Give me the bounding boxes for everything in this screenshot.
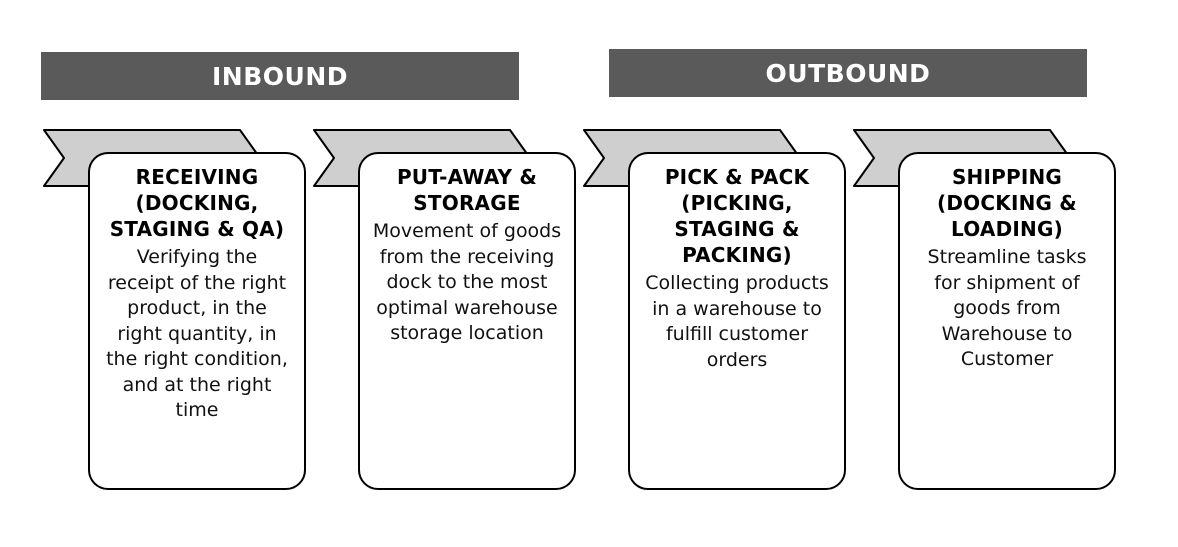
- outbound-phase-banner: OUTBOUND: [609, 49, 1087, 97]
- step-description: Verifying the receipt of the right produ…: [106, 246, 288, 421]
- step-title: PICK & PACK (PICKING, STAGING & PACKING): [664, 165, 810, 267]
- step-title: RECEIVING (DOCKING, STAGING & QA): [109, 165, 285, 241]
- outbound-phase-label: OUTBOUND: [765, 58, 931, 88]
- step-card-put-away: PUT-AWAY & STORAGE Movement of goods fro…: [358, 152, 576, 490]
- step-card-pick-pack: PICK & PACK (PICKING, STAGING & PACKING)…: [628, 152, 846, 490]
- step-card-receiving: RECEIVING (DOCKING, STAGING & QA) Verify…: [88, 152, 306, 490]
- step-title: SHIPPING (DOCKING & LOADING): [937, 165, 1077, 241]
- inbound-phase-banner: INBOUND: [41, 52, 519, 100]
- step-description: Streamline tasks for shipment of goods f…: [927, 246, 1087, 370]
- step-card-shipping: SHIPPING (DOCKING & LOADING) Streamline …: [898, 152, 1116, 490]
- inbound-phase-label: INBOUND: [211, 61, 348, 91]
- step-title: PUT-AWAY & STORAGE: [396, 165, 538, 215]
- step-description: Movement of goods from the receiving doc…: [372, 220, 562, 344]
- step-description: Collecting products in a warehouse to fu…: [645, 272, 829, 371]
